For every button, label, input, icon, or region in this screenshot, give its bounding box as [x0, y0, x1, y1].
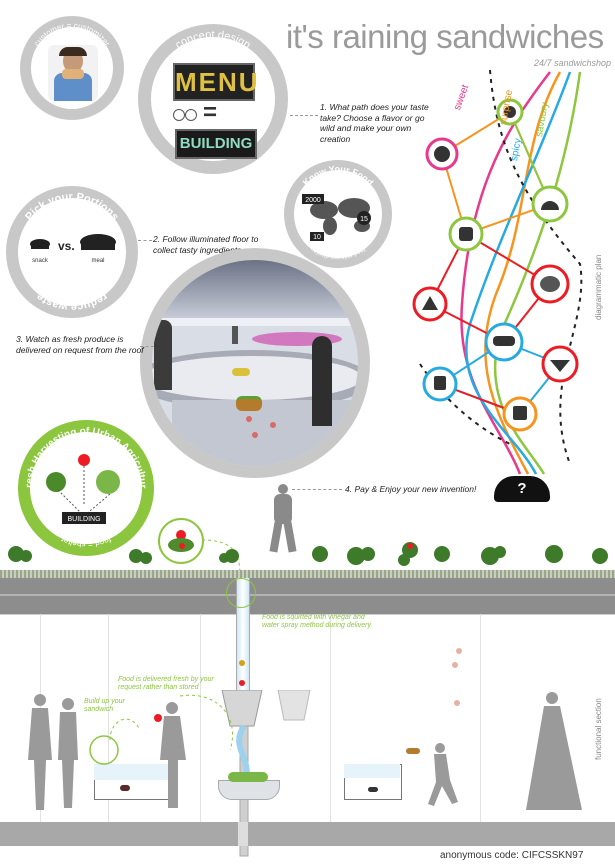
mileage-number: 10 [313, 234, 321, 241]
customer-caption: customer = customizer [32, 21, 112, 48]
mileage-number: 15 [360, 216, 368, 223]
build-up-note: Build up your sandwich [84, 698, 125, 714]
tree-icon [173, 109, 185, 121]
note-leaders [89, 694, 234, 765]
continent-shape [323, 217, 337, 235]
plan-label: diagrammatic plan [594, 254, 603, 320]
know-food-graphic: Know Your Food food mileage display 2000… [301, 164, 375, 260]
step-3-text: 3. Watch as fresh produce is delivered o… [16, 334, 144, 355]
savoury-path [493, 71, 582, 475]
page-subtitle: 24/7 sandwichshop [534, 58, 612, 68]
lettuce-icon [46, 472, 66, 492]
menu-sign: MENU [173, 63, 260, 101]
person-silhouette [232, 326, 238, 344]
roof-grass [0, 570, 615, 578]
pay-icon: ? [494, 476, 550, 502]
roof-slab [0, 578, 615, 614]
vs-text: vs. [58, 239, 75, 253]
svg-text:food mileage display: food mileage display [310, 246, 366, 260]
svg-text:Pick your Portions: Pick your Portions [23, 191, 121, 223]
customer-circle [20, 16, 124, 120]
svg-text:reduce waste: reduce waste [34, 290, 109, 313]
building-sign: BUILDING [175, 129, 257, 159]
mileage-tag [310, 232, 324, 241]
spicy-path [465, 71, 572, 475]
tree-icon [185, 109, 197, 121]
building-word: BUILDING [179, 135, 253, 152]
step-1-text: 1. What path does your taste take? Choos… [320, 102, 429, 144]
roof-opening-circle [226, 578, 256, 608]
portions-graphic: Pick your Portions reduce waste vs. snac… [23, 191, 121, 313]
tomato-plant-circle [158, 518, 204, 564]
step-2-leader [138, 240, 152, 241]
mileage-tag [357, 211, 371, 225]
menu-word: MENU [175, 67, 260, 97]
svg-text:Know Your Food: Know Your Food [301, 164, 375, 188]
mileage-tag [302, 194, 324, 204]
sandwich-icon [236, 396, 262, 411]
section-wall [0, 614, 615, 615]
svg-text:concept design: concept design [173, 29, 252, 51]
know-food-subcaption: food mileage display [310, 246, 366, 260]
people-silhouettes [28, 692, 582, 810]
child-photo [48, 45, 98, 101]
concept-caption-arc: concept design [173, 29, 252, 51]
harvest-building-icon [62, 512, 106, 524]
lettuce-icon [96, 470, 120, 494]
step-1-leader [290, 115, 318, 116]
section-label: functional section [594, 698, 603, 760]
interior-render-circle [140, 248, 370, 478]
harvest-graphic: Fresh Harvesting of Urban Agriculture fo… [18, 420, 148, 549]
surprise-path [484, 71, 562, 475]
tomato-icon [78, 454, 90, 466]
anonymous-code: anonymous code: CIFCSSKN97 [440, 850, 584, 861]
person-silhouette [154, 320, 172, 390]
portions-subcaption: reduce waste [34, 290, 109, 313]
rooftop-plants [8, 542, 608, 566]
step-4-text: 4. Pay & Enjoy your new invention! [345, 484, 477, 494]
meal-label: meal [91, 258, 104, 264]
fresh-delivery-note: Food is delivered fresh by your request … [118, 676, 214, 692]
svg-text:BUILDING: BUILDING [67, 516, 100, 523]
equals-sign: = [203, 99, 218, 126]
svg-text:customer = customizer: customer = customizer [32, 21, 112, 48]
diagrammatic-plan [412, 69, 583, 475]
customer-caption-arc: customer = customizer [32, 21, 112, 48]
step-4-leader [292, 489, 342, 490]
know-food-caption: Know Your Food [301, 164, 375, 188]
page-title: it's raining sandwiches [286, 18, 604, 55]
snack-label: snack [32, 258, 49, 264]
sandwich-icon [232, 368, 250, 376]
vinegar-note: Food is squirted with vinegar and water … [262, 614, 371, 630]
portions-caption: Pick your Portions [23, 191, 121, 223]
step-3-leader [140, 346, 154, 347]
mileage-number: 2000 [305, 197, 321, 204]
floor-slab [0, 822, 615, 846]
person-silhouette [312, 336, 332, 426]
step-2-text: 2. Follow illuminated floor to collect t… [153, 234, 259, 255]
continent-shape [310, 201, 338, 219]
concept-caption: concept design [173, 29, 252, 51]
person-silhouette [266, 484, 300, 554]
